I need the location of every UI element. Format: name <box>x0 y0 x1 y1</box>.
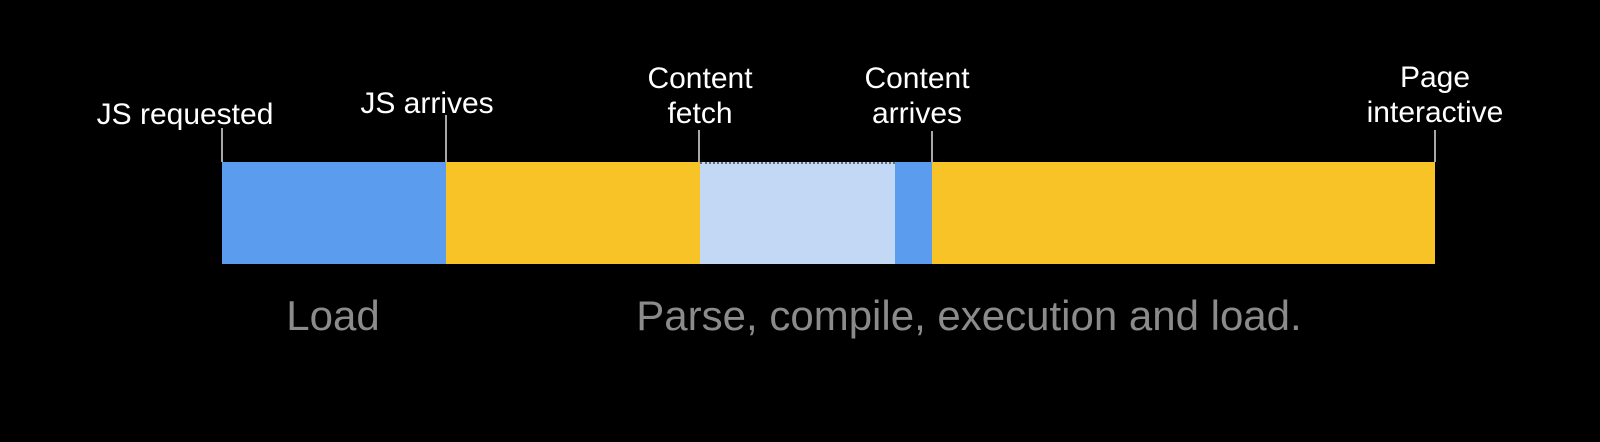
marker-tick-content-arrives <box>931 131 933 162</box>
marker-label-content-arrives: Content arrives <box>864 62 970 130</box>
segment-content-fetch-span <box>700 162 895 264</box>
segment-parse-compile-1 <box>446 162 700 264</box>
parse-caption: Parse, compile, execution and load. <box>636 292 1302 339</box>
marker-label-content-fetch: Content fetch <box>647 62 753 130</box>
marker-tick-js-requested <box>221 128 223 162</box>
marker-label-js-arrives: JS arrives <box>360 87 494 120</box>
segment-content-arrives-span <box>895 162 932 264</box>
marker-label-js-requested: JS requested <box>96 98 274 131</box>
segment-load <box>222 162 446 264</box>
marker-label-page-interactive: Page interactive <box>1366 61 1504 129</box>
segment-parse-compile-2 <box>932 162 1435 264</box>
marker-tick-js-arrives <box>445 115 447 162</box>
timeline-bar <box>222 162 1435 264</box>
load-caption: Load <box>286 292 380 339</box>
marker-tick-content-fetch <box>698 130 700 162</box>
marker-tick-page-interactive <box>1434 130 1436 162</box>
